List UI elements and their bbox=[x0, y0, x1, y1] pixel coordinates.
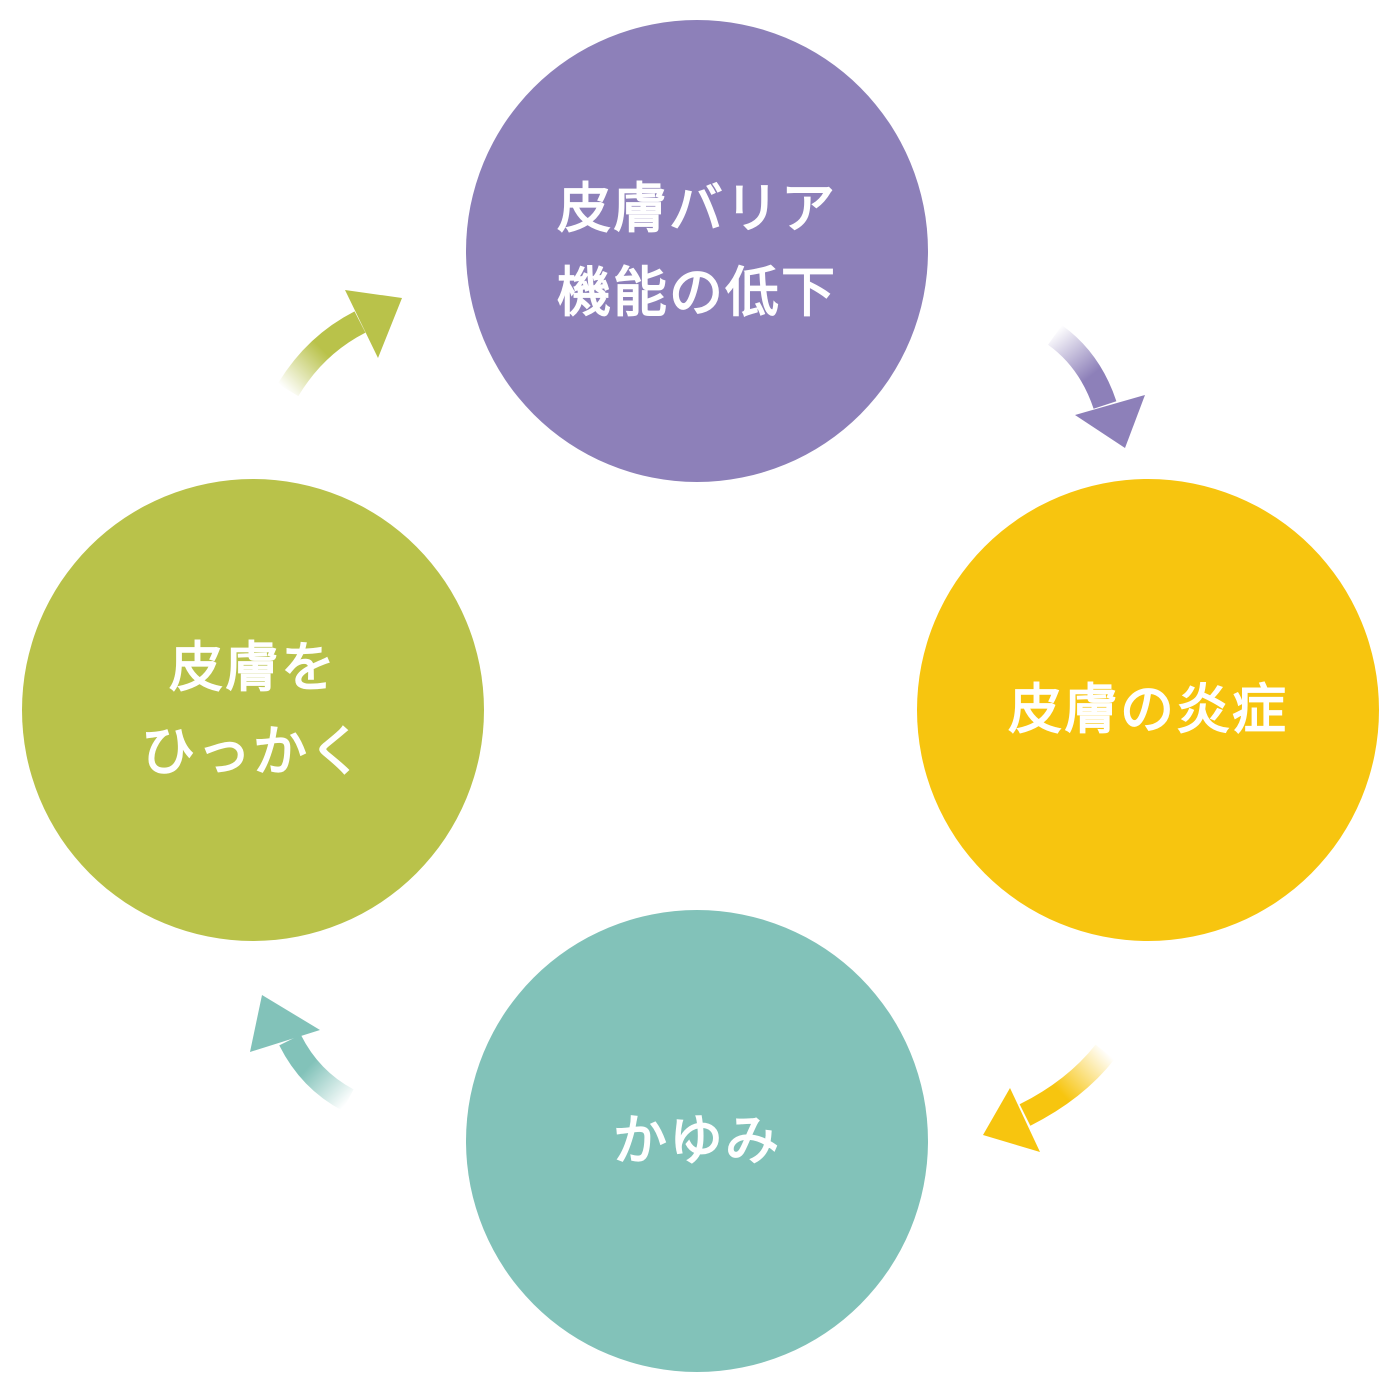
node-label: 皮膚バリア bbox=[557, 177, 837, 240]
arrow-olive bbox=[277, 290, 402, 397]
node-label: ひっかく bbox=[141, 720, 365, 783]
node-itch: かゆみ bbox=[466, 910, 928, 1372]
node-label: かゆみ bbox=[613, 1109, 781, 1172]
arrow-purple bbox=[1047, 325, 1145, 448]
node-skin-inflammation: 皮膚の炎症 bbox=[917, 479, 1379, 941]
arrow-yellow bbox=[983, 1044, 1115, 1152]
node-skin-barrier-decline: 皮膚バリア 機能の低下 bbox=[466, 20, 928, 482]
node-label: 皮膚の炎症 bbox=[1008, 678, 1288, 741]
arrow-teal bbox=[250, 995, 354, 1111]
node-scratch-skin: 皮膚を ひっかく bbox=[22, 479, 484, 941]
node-label: 機能の低下 bbox=[557, 261, 837, 324]
node-label: 皮膚を bbox=[169, 636, 337, 699]
